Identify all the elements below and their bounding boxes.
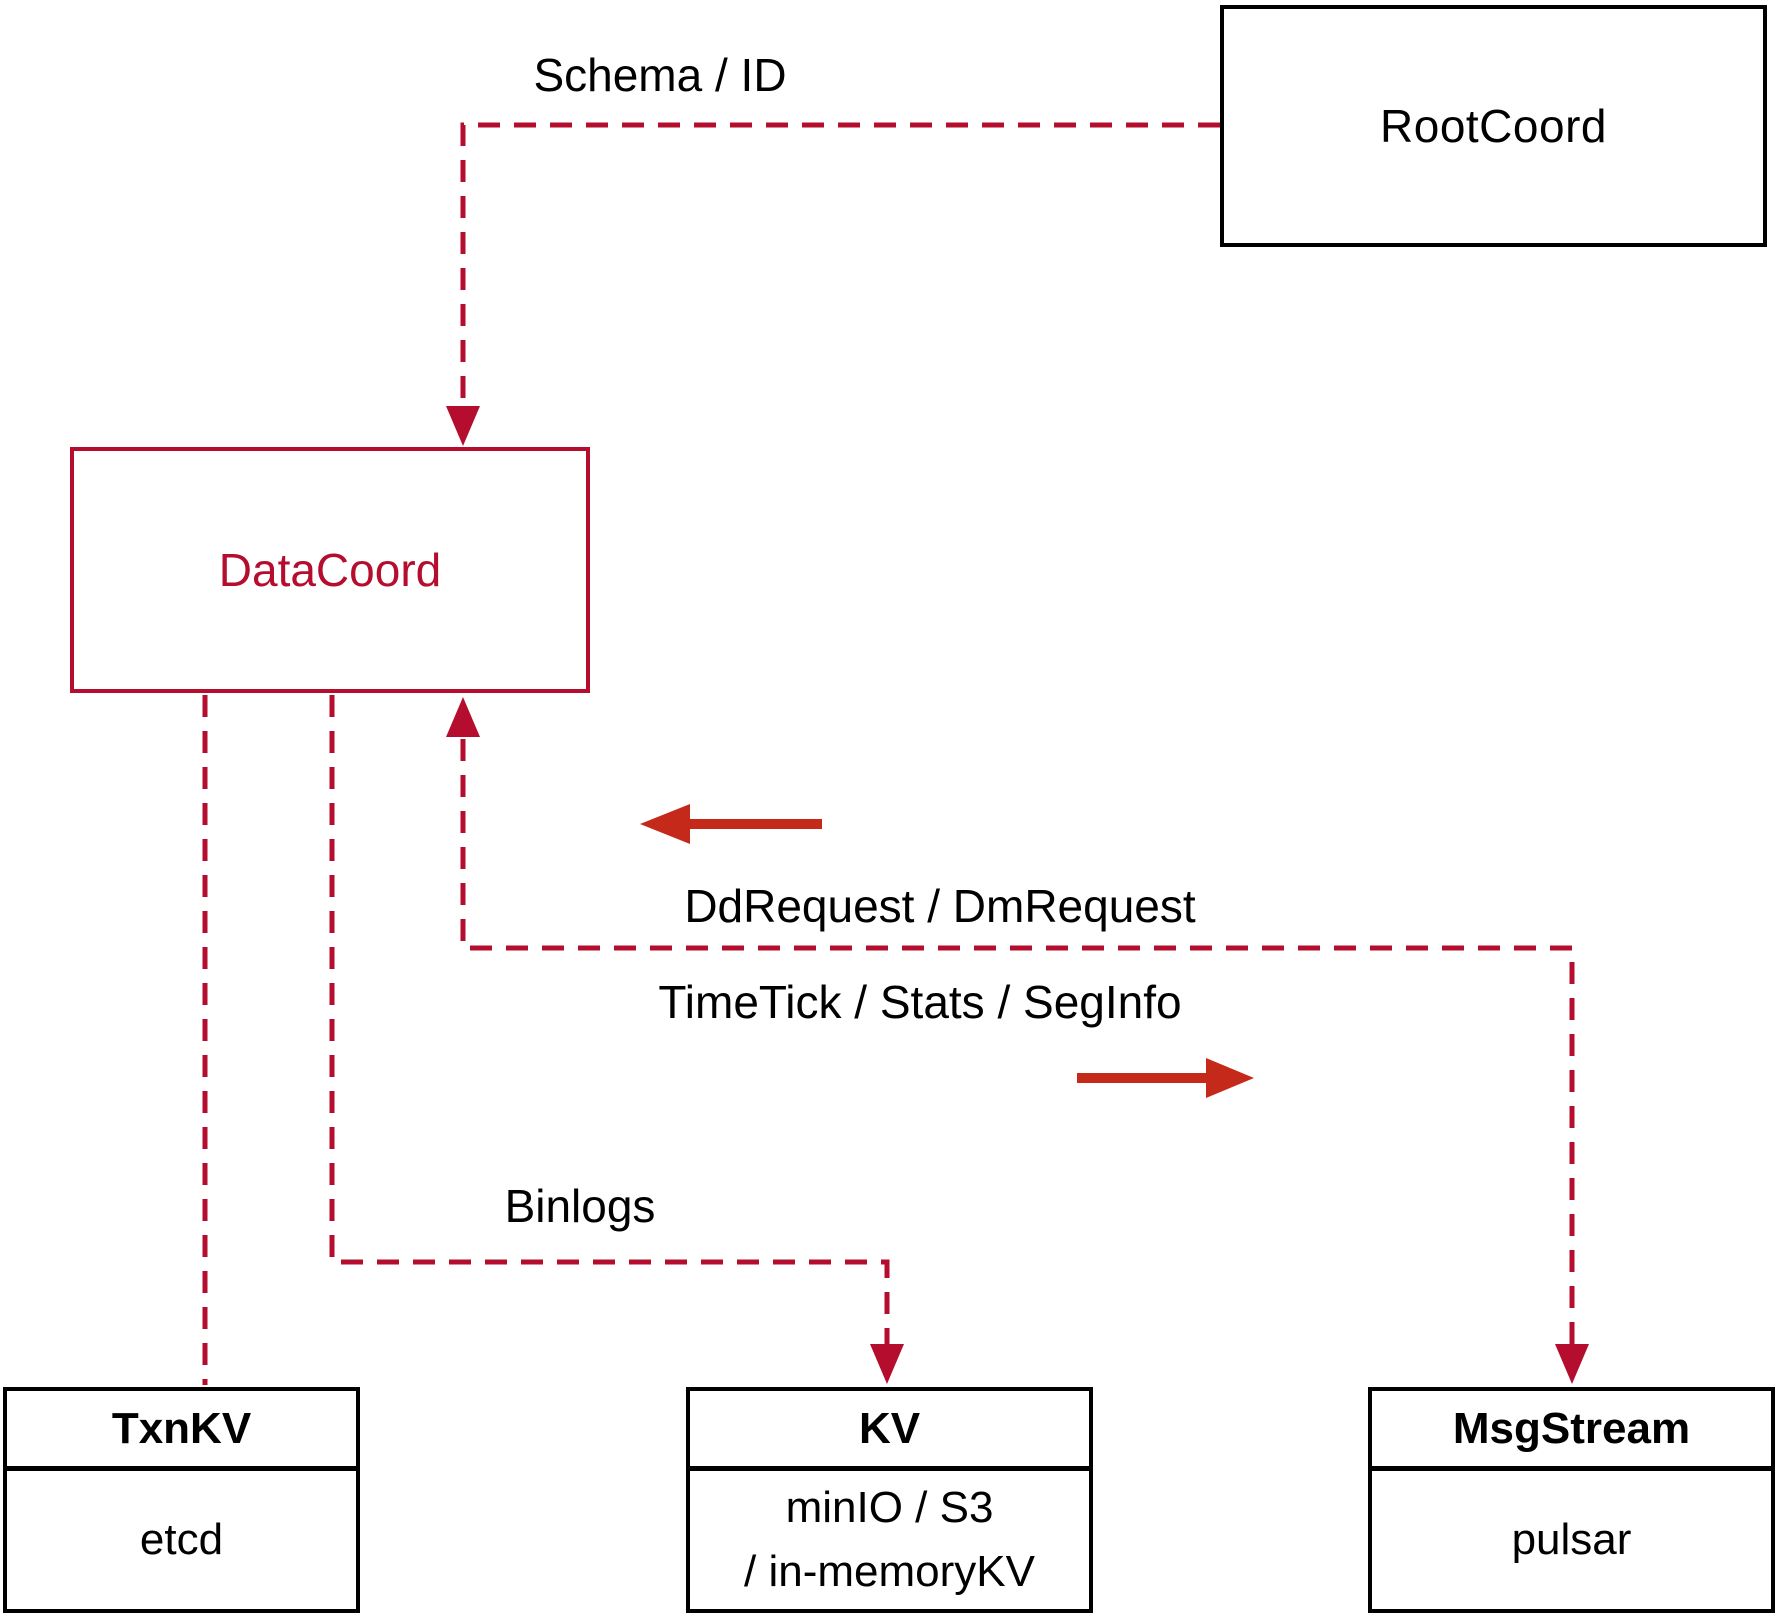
txnkv-node: TxnKV etcd [3,1387,360,1613]
binlogs-edge-label: Binlogs [504,1180,656,1232]
kv-node: KV minIO / S3 / in-memoryKV [686,1387,1093,1613]
timetick-edge-label: TimeTick / Stats / SegInfo [658,976,1182,1028]
ddrequest-edge-label: DdRequest / DmRequest [684,880,1196,932]
binlogs-arrowhead-icon [870,1344,904,1384]
msgstream-title: MsgStream [1372,1391,1771,1471]
msgstream-connector [460,739,1575,1344]
kv-body-line1: minIO / S3 [785,1483,994,1532]
datacoord-up-arrowhead-icon [446,697,480,737]
kv-body-line2: / in-memoryKV [744,1547,1035,1596]
rootcoord-label: RootCoord [1380,100,1607,152]
msgstream-body-label: pulsar [1511,1515,1632,1564]
left-direction-arrow-icon [640,804,822,844]
txnkv-body-label: etcd [139,1515,224,1564]
schema-id-edge-label: Schema / ID [533,49,787,101]
schema-id-arrowhead-icon [446,406,480,446]
datacoord-label: DataCoord [218,544,442,596]
datacoord-node: DataCoord [70,447,590,693]
kv-title: KV [690,1391,1089,1471]
msgstream-arrowhead-icon [1555,1344,1589,1384]
right-direction-arrow-icon [1077,1058,1254,1098]
rootcoord-node: RootCoord [1220,5,1767,247]
schema-id-connector [460,122,1220,406]
txnkv-title: TxnKV [7,1391,356,1471]
msgstream-node: MsgStream pulsar [1368,1387,1775,1613]
